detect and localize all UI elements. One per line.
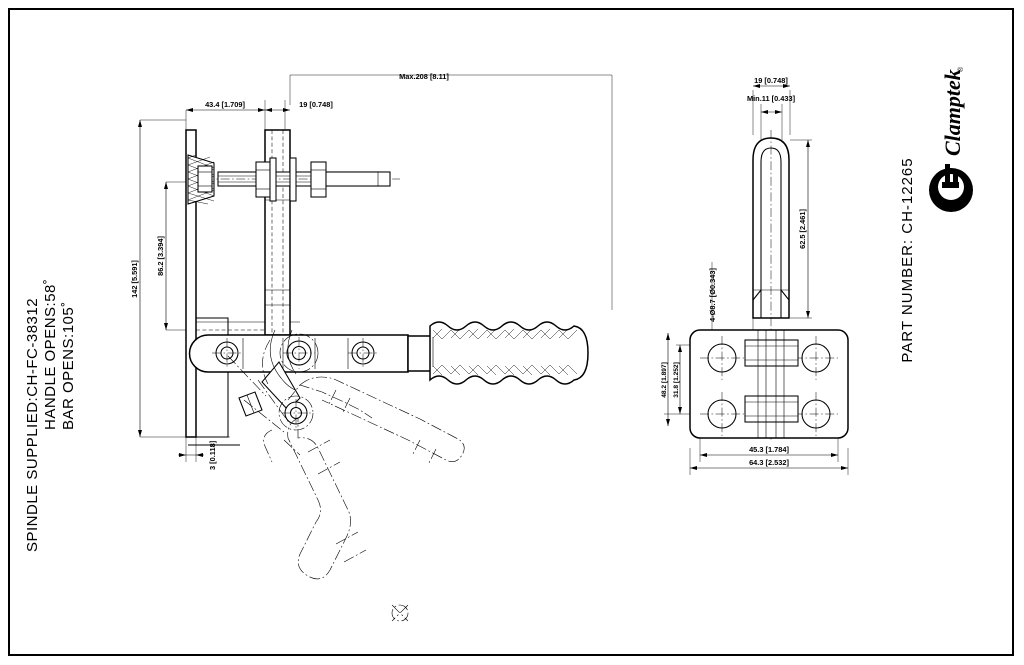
front-toggle-linkage xyxy=(188,361,311,446)
spec-notes: BAR OPENS:105˚ HANDLE OPENS:58˚ SPINDLE … xyxy=(24,279,77,552)
dim-spindle-offset: 43.4 [1.709] xyxy=(205,100,245,109)
brand-logo-group: Clamptek ® xyxy=(929,66,973,212)
dim-overall-height: 142 [5.591] xyxy=(130,260,139,298)
front-handle-shank xyxy=(407,335,433,372)
front-handle-grip xyxy=(429,321,589,385)
front-open-position-solid-link xyxy=(269,329,297,391)
dim-hole-spacing-y2: 48.2 [1.897] xyxy=(661,362,668,398)
spindle-hex-nut-2 xyxy=(310,161,327,198)
dim-plate-thickness: 3 [0.118] xyxy=(208,440,217,470)
front-clamp-bar xyxy=(264,129,291,336)
clamptek-c-logo-icon xyxy=(929,164,973,212)
spec-bar-opens: BAR OPENS:105˚ xyxy=(60,301,77,430)
side-plan-view: 19 [0.748] Min.11 [0.433] 62.5 [2.461] 4… xyxy=(661,76,849,475)
front-elevation-view: Max.208 [8.11] 43.4 [1.709] 19 [0.748] 8… xyxy=(130,72,613,622)
brand-name: Clamptek xyxy=(940,69,965,156)
part-number-label: PART NUMBER: CH-12265 xyxy=(899,157,916,362)
front-linkage-arms xyxy=(188,334,409,373)
dim-spindle-height: 86.2 [3.394] xyxy=(156,236,165,276)
dim-hole-spacing-x: 45.3 [1.784] xyxy=(749,445,789,454)
dim-plate-width: 64.3 [2.532] xyxy=(749,458,789,467)
registered-mark: ® xyxy=(957,66,965,72)
front-max-length-leader xyxy=(289,74,613,310)
side-dimension-lines xyxy=(666,84,848,470)
dim-max-length: Max.208 [8.11] xyxy=(399,72,449,81)
side-pivot-bosses xyxy=(744,339,799,423)
dim-bar-height: 62.5 [2.461] xyxy=(798,209,807,249)
dim-hole-callout: 4-Ø8.7 [Ø0.343] xyxy=(708,268,717,322)
spec-spindle-supplied: SPINDLE SUPPLIED:CH-FC-38312 xyxy=(24,298,41,552)
dim-min-clearance: Min.11 [0.433] xyxy=(747,94,796,103)
front-spindle-assembly xyxy=(187,154,400,205)
dim-hole-spacing-y1: 31.8 [1.252] xyxy=(673,362,680,398)
dim-bar-width-front: 19 [0.748] xyxy=(299,100,333,109)
front-dimension-lines xyxy=(138,108,290,457)
spindle-rubber-tip xyxy=(187,154,215,205)
spindle-hex-nut-1 xyxy=(255,161,271,198)
side-mounting-holes xyxy=(700,336,838,436)
spindle-washer-1 xyxy=(269,157,277,202)
spindle-washer-2 xyxy=(289,157,297,202)
title-block: PART NUMBER: CH-12265 Clamptek ® xyxy=(899,66,973,363)
dim-bar-thickness: 19 [0.748] xyxy=(754,76,788,85)
front-open-position-phantom xyxy=(227,333,465,622)
front-extension-lines xyxy=(140,100,286,462)
spec-handle-opens: HANDLE OPENS:58˚ xyxy=(42,279,59,430)
side-base-plate xyxy=(689,329,849,439)
